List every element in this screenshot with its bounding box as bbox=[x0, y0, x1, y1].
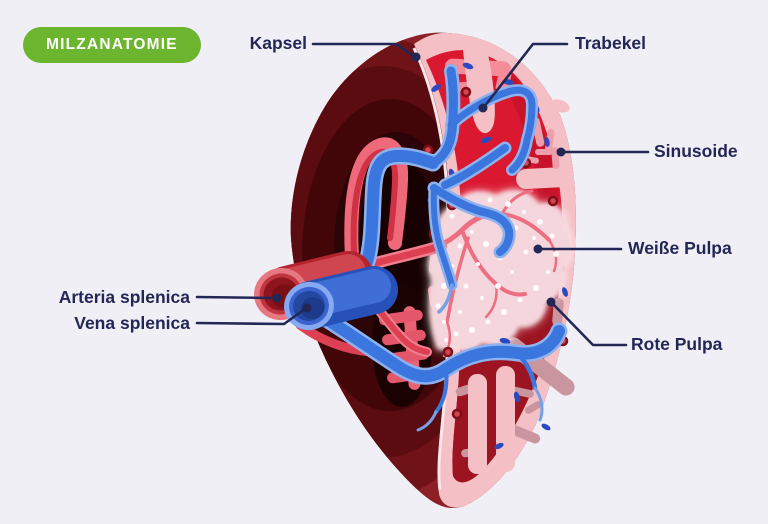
label-sinusoide: Sinusoide bbox=[654, 141, 738, 161]
label-arteria-splenica: Arteria splenica bbox=[58, 287, 190, 307]
title-badge: MILZANATOMIE bbox=[23, 27, 201, 63]
label-vena-splenica: Vena splenica bbox=[74, 313, 190, 333]
leader-vena bbox=[195, 303, 312, 326]
leader-weisse-pulpa bbox=[533, 244, 623, 254]
label-weisse-pulpa: Weiße Pulpa bbox=[628, 238, 732, 258]
white-pulpa bbox=[399, 189, 573, 358]
leader-lines bbox=[195, 42, 650, 347]
label-rote-pulpa: Rote Pulpa bbox=[631, 334, 723, 354]
leader-arteria bbox=[195, 293, 282, 303]
label-trabekel: Trabekel bbox=[575, 33, 647, 53]
leader-rote-pulpa bbox=[546, 297, 628, 347]
leader-kapsel bbox=[311, 42, 421, 62]
leader-sinusoide bbox=[556, 147, 650, 157]
label-kapsel: Kapsel bbox=[249, 33, 307, 53]
leader-trabekel bbox=[478, 42, 569, 113]
